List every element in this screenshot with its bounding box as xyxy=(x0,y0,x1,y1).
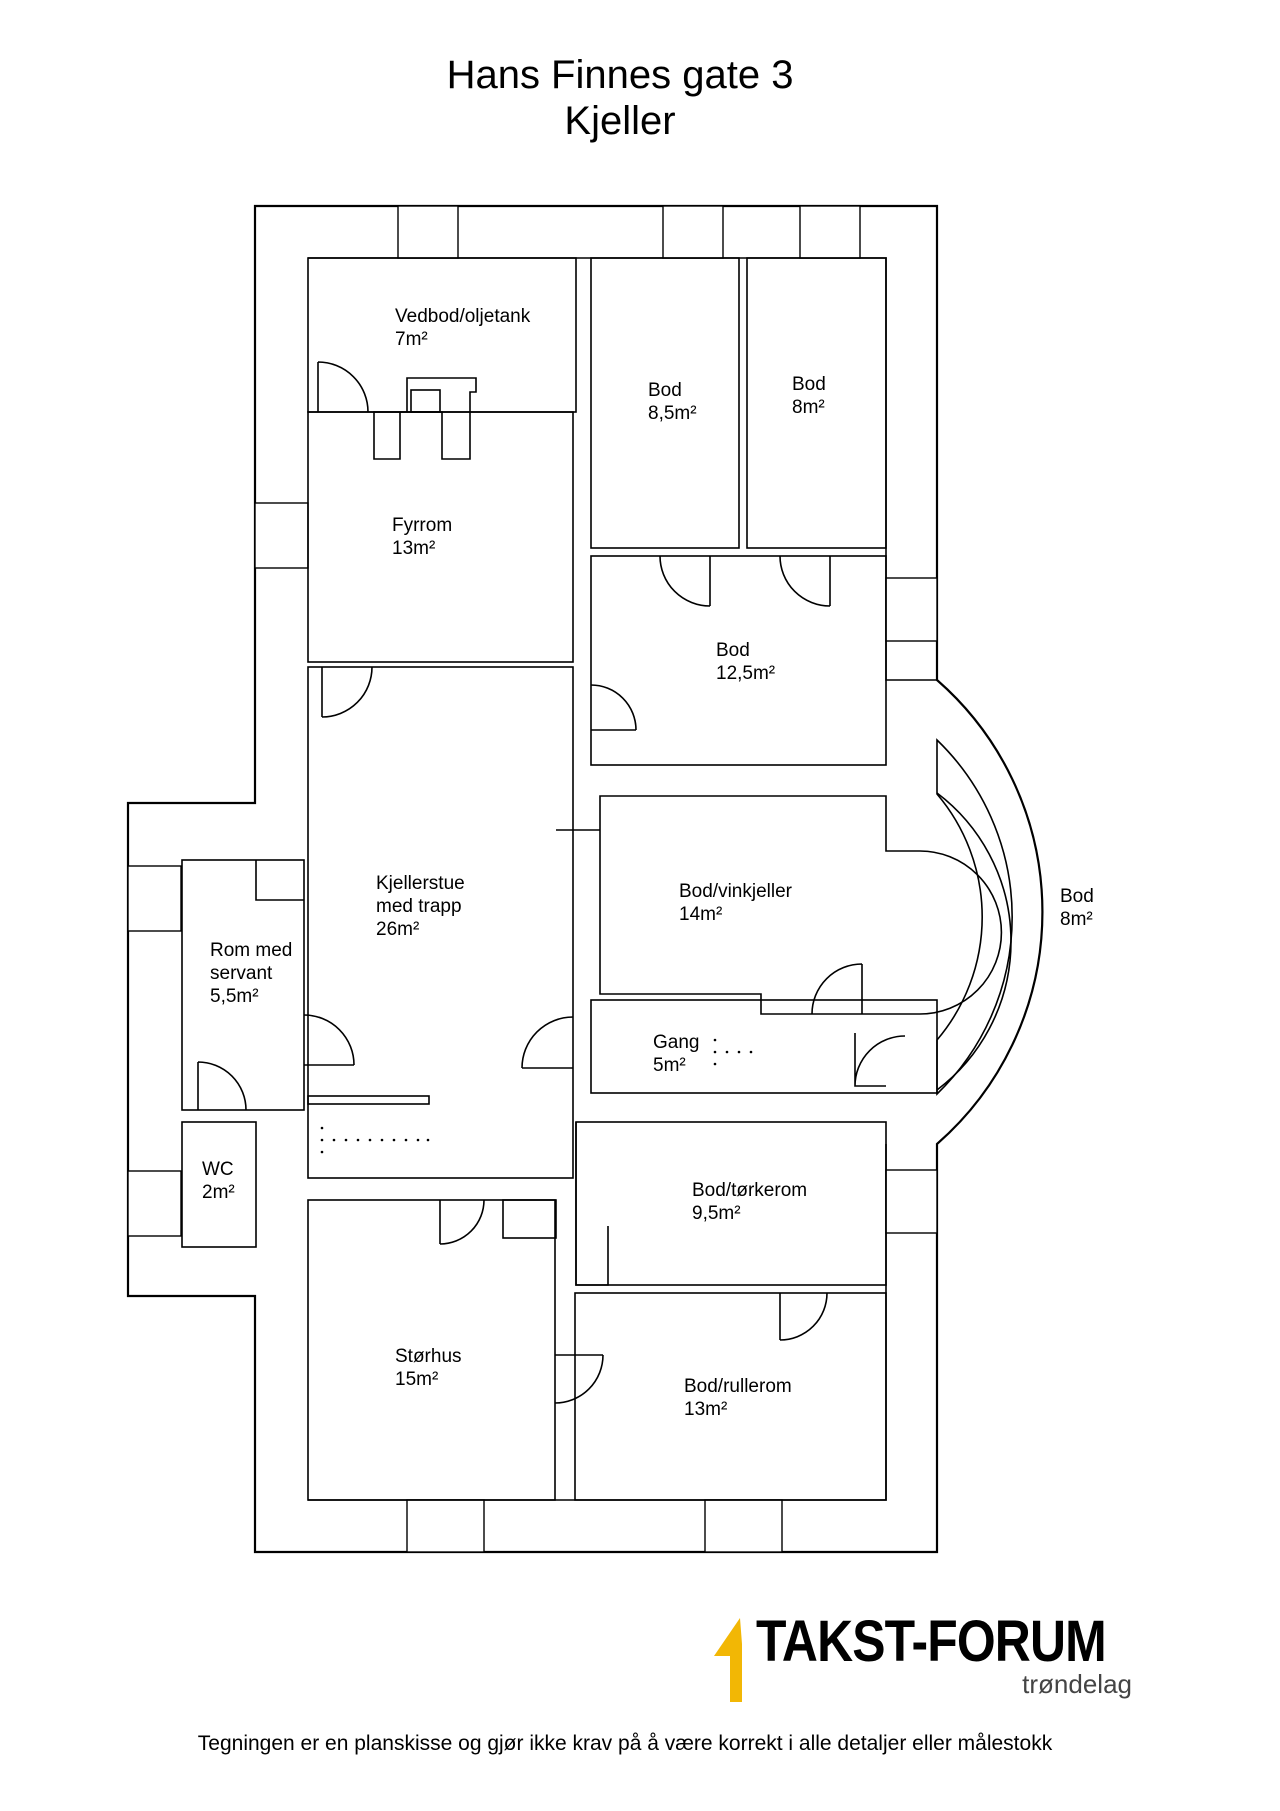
room-vedbod xyxy=(307,257,577,413)
door-vinkjeller xyxy=(811,963,863,1015)
door-storhus-side xyxy=(554,1354,604,1404)
window-top-3 xyxy=(799,205,861,259)
window-right-1 xyxy=(885,577,938,642)
outer-wall xyxy=(126,204,1044,1554)
room-rom-med-servant xyxy=(181,859,305,1111)
door-bod-8a xyxy=(779,555,831,607)
door-kjellerstue-gang xyxy=(521,1016,574,1069)
doors xyxy=(197,361,906,1404)
servant-wall xyxy=(255,860,304,901)
takst-forum-logo: TAKST-FORUM trøndelag xyxy=(712,1612,1132,1702)
title-block: Hans Finnes gate 3 Kjeller xyxy=(0,52,1240,144)
door-fyrrom xyxy=(321,666,373,718)
window-top-2 xyxy=(662,205,724,259)
window-right-2 xyxy=(885,1169,938,1234)
room-wc xyxy=(181,1121,257,1248)
room-outlines xyxy=(181,257,1013,1501)
room-bod-8a xyxy=(746,257,887,549)
room-storhus xyxy=(307,1199,556,1501)
window-bottom-2 xyxy=(704,1499,783,1553)
door-servant xyxy=(303,1014,355,1066)
door-rullerom xyxy=(779,1292,828,1341)
logo-name: TAKST-FORUM xyxy=(756,1609,1107,1674)
logo-mark-icon xyxy=(714,1618,742,1702)
chimney-block xyxy=(410,389,441,413)
window-bottom-1 xyxy=(406,1499,485,1553)
window-left-1 xyxy=(254,502,309,569)
logo-region: trøndelag xyxy=(1022,1669,1132,1699)
logo-mark-shape xyxy=(714,1618,742,1702)
room-bod-125 xyxy=(590,555,887,766)
door-wc xyxy=(197,1061,247,1111)
window-top-1 xyxy=(397,205,459,259)
room-bod-85 xyxy=(590,257,740,549)
window-left-3 xyxy=(127,1170,182,1237)
shaft xyxy=(502,1199,557,1239)
door-bod-125 xyxy=(590,684,637,731)
room-kjellerstue xyxy=(307,666,574,1179)
door-storhus xyxy=(439,1199,485,1245)
windows xyxy=(127,205,938,1553)
door-bod-8b xyxy=(854,1033,906,1087)
disclaimer-text: Tegningen er en planskisse og gjør ikke … xyxy=(197,1732,1053,1755)
stair-bar xyxy=(307,1095,430,1105)
door-bod-85 xyxy=(659,555,711,607)
room-bod-8b xyxy=(936,738,1013,1096)
door-vedbod xyxy=(317,361,369,413)
room-bod-rullerom xyxy=(574,1292,887,1501)
room-bod-vinkjeller xyxy=(599,795,1003,1015)
window-left-2 xyxy=(127,865,182,932)
stair-dots xyxy=(320,1038,753,1154)
room-fyrrom xyxy=(307,411,574,663)
floor-name: Kjeller xyxy=(564,99,676,143)
page-title: Hans Finnes gate 3 xyxy=(446,53,794,97)
room-gang xyxy=(590,999,938,1094)
chimney xyxy=(373,377,477,460)
corridor-wall xyxy=(556,829,609,1286)
